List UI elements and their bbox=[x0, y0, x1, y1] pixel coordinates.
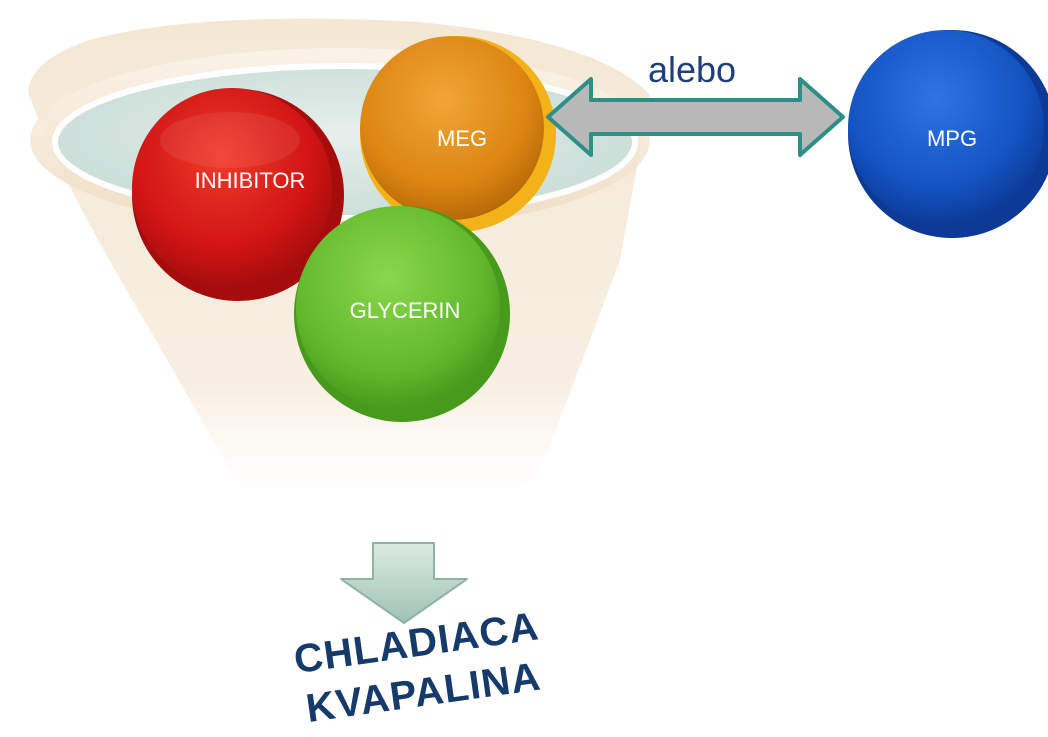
inhibitor-label: INHIBITOR bbox=[195, 168, 306, 193]
meg-ball: MEG bbox=[360, 36, 556, 232]
glycerin-label: GLYCERIN bbox=[350, 298, 461, 323]
mpg-ball: MPG bbox=[848, 30, 1048, 238]
mpg-label: MPG bbox=[927, 126, 977, 151]
double-arrow bbox=[546, 77, 845, 157]
alebo-label: alebo bbox=[648, 49, 736, 90]
down-arrow bbox=[340, 542, 468, 624]
inhibitor-ball: INHIBITOR bbox=[132, 88, 344, 301]
double-arrow-icon bbox=[546, 77, 845, 157]
meg-label: MEG bbox=[437, 126, 487, 151]
glycerin-ball: GLYCERIN bbox=[294, 206, 510, 422]
down-arrow-icon bbox=[340, 542, 468, 624]
